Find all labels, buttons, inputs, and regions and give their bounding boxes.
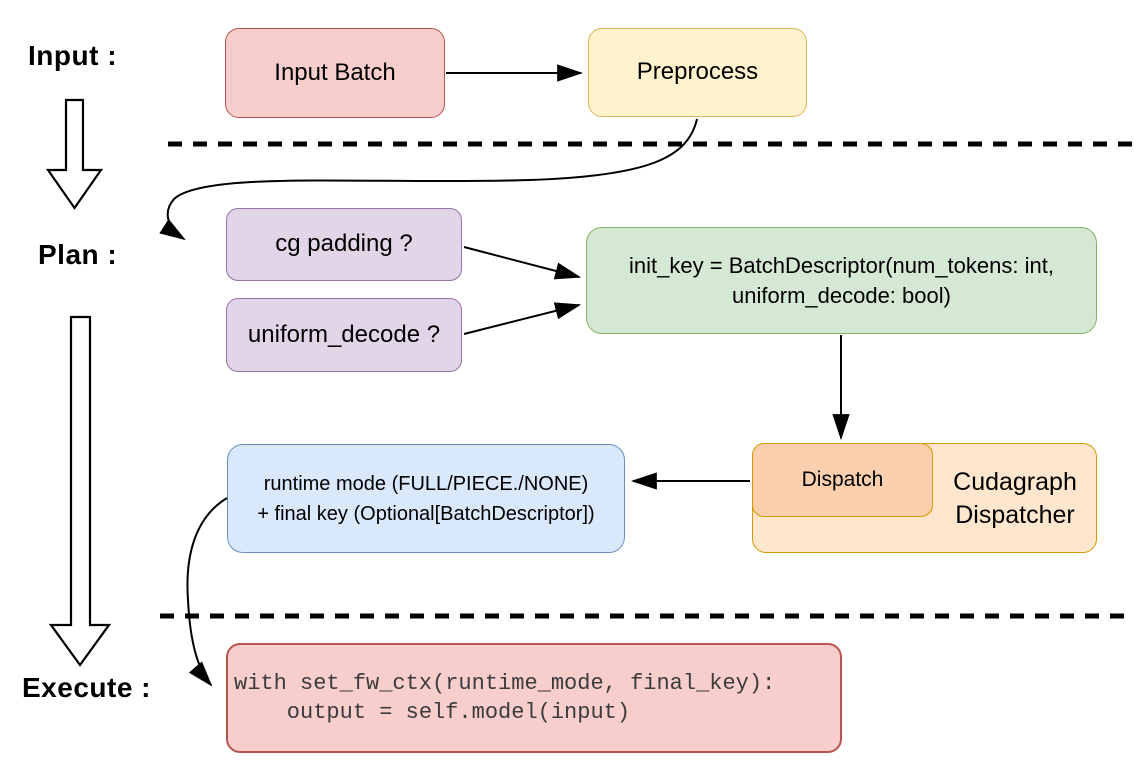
node-input-batch: Input Batch [225,28,445,118]
flow-arrow-cg-padding-to-init-key [463,246,582,280]
flow-curve-runtime-mode-to-execute-code [186,497,228,687]
section-label-plan: Plan : [38,239,118,270]
node-cg-padding: cg padding ? [226,208,462,281]
node-dispatch: Dispatch [752,443,933,517]
cudagraph-dispatcher-label: Cudagraph Dispatcher [953,468,1077,529]
section-label-input: Input : [28,40,118,71]
node-init-key: init_key = BatchDescriptor(num_tokens: i… [586,227,1097,334]
flow-arrow-uniform-decode-to-init-key [463,302,582,335]
node-execute-code: with set_fw_ctx(runtime_mode, final_key)… [226,643,842,753]
hollow-arrow-input-to-plan-icon [45,98,104,210]
node-runtime-mode: runtime mode (FULL/PIECE./NONE) + final … [227,444,625,553]
hollow-arrow-plan-to-execute-icon [48,315,112,667]
section-label-execute: Execute : [22,672,151,703]
node-uniform-decode: uniform_decode ? [226,298,462,372]
node-preprocess: Preprocess [588,28,807,117]
